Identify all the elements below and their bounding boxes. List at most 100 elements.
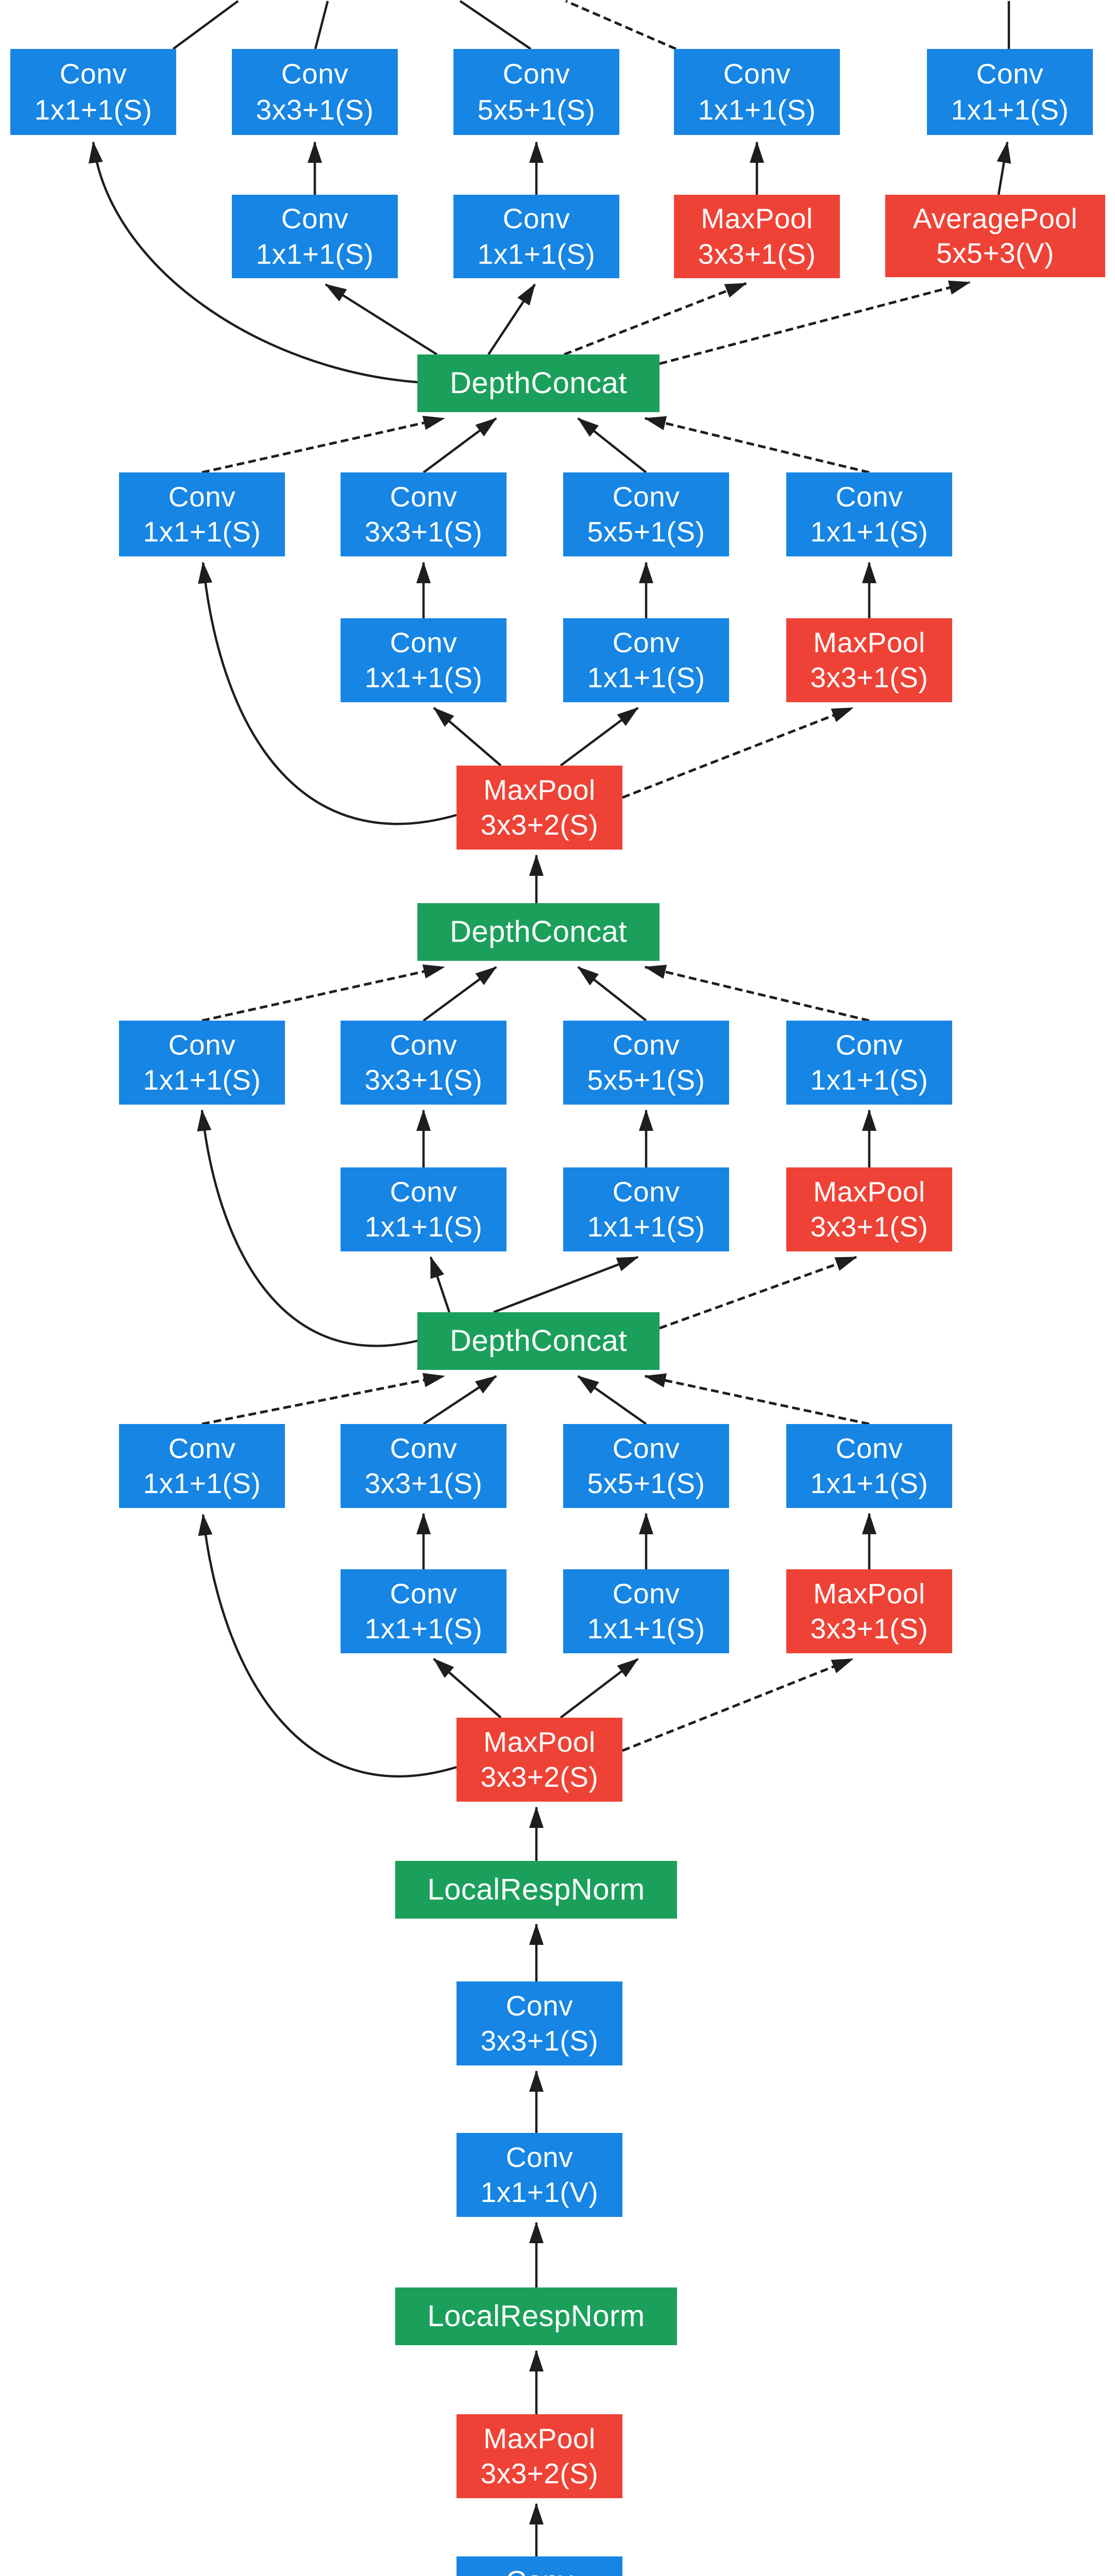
inception-b-conv-1x1-out-params-label: 1x1+1(S) — [143, 1064, 261, 1096]
inception-b-conv-1x1-pool-label: Conv — [835, 1028, 903, 1061]
edge-inception-top-conv-1x1-pool-to-offscreen-top — [565, 0, 677, 50]
edge-maxpool-between-1-to-inception-a-conv-1x1-red3 — [433, 707, 502, 767]
inception-a-conv-3x3-out-params-label: 3x3+1(S) — [364, 516, 483, 548]
aux-conv-1x1-params-label: 1x1+1(S) — [951, 94, 1069, 126]
inception-a-conv-1x1-red5-params-label: 1x1+1(S) — [587, 662, 705, 694]
inception-c-maxpool-params-label: 3x3+1(S) — [810, 1613, 928, 1645]
edge-maxpool-between-2-to-inception-c-conv-1x1-red3 — [433, 1658, 502, 1719]
inception-top-conv-3x3-out-params-label: 3x3+1(S) — [256, 94, 374, 126]
edge-inception-b-conv-1x1-out-to-depthconcat-2 — [201, 964, 445, 1022]
inception-top-conv-1x1-pool-label: Conv — [723, 58, 791, 90]
inception-a-maxpool-params-label: 3x3+1(S) — [810, 662, 928, 694]
inception-b-conv-1x1-red3-label: Conv — [390, 1175, 458, 1208]
inception-a-conv-3x3-out-label: Conv — [390, 480, 458, 513]
edge-inception-c-conv-5x5-out-to-depthconcat-3 — [577, 1375, 647, 1425]
inception-c-conv-3x3-out-params-label: 3x3+1(S) — [364, 1467, 483, 1500]
edge-maxpool-between-2-to-inception-c-maxpool — [622, 1657, 854, 1752]
edge-inception-top-conv-5x5-out-to-offscreen-top — [459, 0, 532, 50]
inception-c-conv-5x5-out-params-label: 5x5+1(S) — [587, 1467, 705, 1500]
maxpool-between-1-params-label: 3x3+2(S) — [480, 809, 599, 841]
inception-a-conv-1x1-red3-label: Conv — [390, 626, 458, 658]
edge-inception-top-conv-1x1-out-to-offscreen-top — [172, 0, 239, 50]
inception-top-conv-1x1-pool-params-label: 1x1+1(S) — [698, 94, 816, 126]
inception-top-maxpool-params-label: 3x3+1(S) — [698, 238, 816, 270]
inception-a-conv-1x1-pool-params-label: 1x1+1(S) — [810, 516, 928, 548]
localrespnorm-1-label: LocalRespNorm — [427, 1873, 645, 1906]
edge-depthconcat-3-to-inception-b-conv-1x1-out — [197, 1109, 419, 1347]
aux-conv-1x1-label: Conv — [976, 58, 1044, 90]
edge-inception-b-conv-3x3-out-to-depthconcat-2 — [423, 966, 497, 1022]
inception-c-conv-1x1-red3-node: Conv 1x1+1(S) — [341, 1569, 506, 1653]
inception-c-conv-5x5-out-label: Conv — [612, 1432, 680, 1464]
inception-b-maxpool-params-label: 3x3+1(S) — [810, 1211, 928, 1243]
inception-a-maxpool-node: MaxPool 3x3+1(S) — [786, 618, 952, 702]
inception-b-conv-1x1-out-label: Conv — [168, 1028, 236, 1061]
inception-c-conv-1x1-red3-params-label: 1x1+1(S) — [364, 1613, 483, 1645]
edge-depthconcat-1-to-aux-averagepool — [659, 280, 971, 365]
edge-depthconcat-1-to-inception-top-conv-1x1-out — [88, 141, 419, 384]
stem-maxpool-label: MaxPool — [483, 2422, 596, 2454]
edge-maxpool-between-2-to-inception-c-conv-1x1-red5 — [560, 1658, 639, 1719]
depthconcat-2-node: DepthConcat — [417, 903, 660, 961]
edge-inception-b-conv-5x5-out-to-depthconcat-2 — [577, 966, 647, 1022]
edge-aux-averagepool-to-aux-conv-1x1 — [996, 141, 1011, 195]
edge-depthconcat-3-to-inception-b-conv-1x1-red5 — [493, 1256, 639, 1314]
maxpool-between-2-label: MaxPool — [483, 1725, 596, 1758]
depthconcat-2-label: DepthConcat — [449, 915, 628, 948]
inception-c-conv-1x1-red3-label: Conv — [390, 1577, 458, 1609]
localrespnorm-2-node: LocalRespNorm — [395, 2287, 677, 2345]
inception-top-conv-3x3-out-label: Conv — [281, 58, 349, 90]
maxpool-between-1-label: MaxPool — [483, 773, 596, 806]
edge-inception-a-conv-5x5-out-to-depthconcat-1 — [577, 417, 647, 473]
inception-b-conv-3x3-out-params-label: 3x3+1(S) — [364, 1064, 483, 1096]
inception-c-conv-1x1-out-params-label: 1x1+1(S) — [143, 1467, 261, 1500]
aux-averagepool-label: AveragePool — [913, 202, 1078, 234]
edge-inception-c-conv-1x1-out-to-depthconcat-3 — [201, 1373, 445, 1426]
inception-b-conv-3x3-out-label: Conv — [390, 1028, 458, 1061]
inception-b-conv-1x1-red5-label: Conv — [612, 1175, 680, 1208]
inception-c-maxpool-label: MaxPool — [813, 1577, 925, 1609]
stem-conv-3x3-params-label: 3x3+1(S) — [480, 2025, 599, 2057]
edge-inception-top-conv-3x3-out-to-offscreen-top — [314, 1, 329, 49]
inception-a-conv-1x1-out-label: Conv — [168, 480, 236, 513]
edge-maxpool-between-1-to-inception-a-conv-1x1-red5 — [560, 707, 639, 767]
depthconcat-3-label: DepthConcat — [449, 1324, 628, 1358]
edge-inception-c-conv-3x3-out-to-depthconcat-3 — [423, 1375, 497, 1425]
depthconcat-1-node: DepthConcat — [417, 354, 660, 412]
stem-conv-1x1-params-label: 1x1+1(V) — [480, 2176, 599, 2209]
edge-inception-a-conv-1x1-out-to-depthconcat-1 — [201, 416, 445, 474]
inception-a-conv-1x1-pool-label: Conv — [835, 480, 903, 513]
inception-a-maxpool-label: MaxPool — [813, 626, 925, 658]
inception-c-maxpool-node: MaxPool 3x3+1(S) — [786, 1569, 952, 1653]
edge-depthconcat-1-to-inception-top-maxpool — [564, 282, 747, 356]
inception-top-conv-1x1-out-params-label: 1x1+1(S) — [34, 94, 153, 126]
stem-conv-7x7-node: Conv7x7+2(S) — [457, 2556, 622, 2576]
inception-b-maxpool-label: MaxPool — [813, 1175, 925, 1208]
inception-top-conv-3x3-out-node: Conv 3x3+1(S) — [232, 49, 398, 135]
edge-maxpool-between-2-to-inception-c-conv-1x1-out — [198, 1514, 457, 1778]
inception-top-conv-5x5-out-label: Conv — [502, 58, 570, 90]
inception-c-conv-3x3-out-label: Conv — [390, 1432, 458, 1464]
inception-top-conv-1x1-red5-params-label: 1x1+1(S) — [477, 238, 596, 270]
maxpool-between-2-params-label: 3x3+2(S) — [480, 1761, 599, 1793]
inception-b-conv-1x1-red3-params-label: 1x1+1(S) — [364, 1211, 483, 1243]
inception-top-conv-1x1-red5-label: Conv — [502, 202, 570, 235]
inception-top-conv-1x1-pool-node: Conv 1x1+1(S) — [674, 49, 840, 135]
inception-c-conv-1x1-pool-label: Conv — [835, 1432, 903, 1464]
